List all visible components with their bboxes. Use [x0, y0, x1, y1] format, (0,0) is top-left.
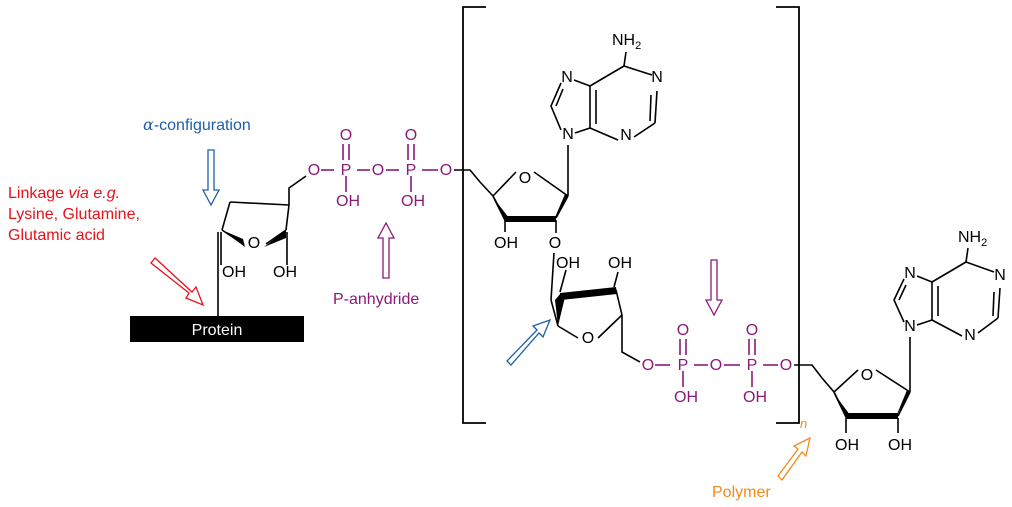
svg-text:N: N [620, 127, 632, 144]
svg-text:O: O [582, 330, 594, 347]
n-subscript-label: n [800, 416, 807, 431]
polymer-arrow-icon [777, 436, 811, 482]
svg-text:N: N [562, 126, 574, 143]
repeat-unit-brackets [462, 6, 800, 424]
ribose-2: OH OH O [550, 252, 641, 363]
protein-bar [130, 316, 304, 342]
svg-text:N: N [904, 318, 916, 335]
protein-linked-ribose: O OH OH [217, 175, 307, 316]
svg-text:OH: OH [556, 255, 580, 272]
svg-text:O: O [340, 127, 352, 144]
svg-text:P: P [406, 162, 417, 179]
svg-text:O: O [677, 322, 689, 339]
svg-text:OH: OH [494, 235, 518, 252]
svg-text:O: O [746, 322, 758, 339]
svg-text:N: N [994, 267, 1006, 284]
svg-text:O: O [405, 127, 417, 144]
svg-text:OH: OH [888, 437, 912, 454]
svg-text:P: P [747, 357, 758, 374]
svg-text:N: N [561, 69, 573, 86]
svg-text:N: N [964, 327, 976, 344]
svg-text:O: O [861, 367, 873, 384]
svg-text:OH: OH [273, 264, 297, 281]
svg-text:O: O [780, 357, 792, 374]
adenine-base-2: N N N N NH2 [893, 229, 1006, 344]
svg-text:P: P [341, 162, 352, 179]
svg-text:OH: OH [743, 389, 767, 406]
alpha-config-arrow-2-icon [506, 318, 552, 366]
svg-text:O: O [308, 162, 320, 179]
svg-text:N: N [651, 69, 663, 86]
p-anhydride-up-arrow-icon [376, 221, 396, 279]
svg-text:O: O [519, 170, 531, 187]
svg-text:O: O [549, 235, 561, 252]
p-anhydride-label: P-anhydride [333, 291, 419, 308]
alpha-configuration-label: α-configuration [143, 115, 251, 134]
polymer-label: Polymer [712, 484, 771, 501]
alpha-config-arrow-icon [201, 149, 221, 207]
svg-text:OH: OH [401, 193, 425, 210]
svg-text:O: O [440, 162, 452, 179]
adenosine-ribose-2: O OH OH [821, 337, 912, 454]
pyrophosphate-group-2: O P O P O O O OH OH [642, 322, 823, 406]
svg-text:OH: OH [336, 193, 360, 210]
svg-text:O: O [372, 162, 384, 179]
adenine-2-nh2: NH2 [958, 229, 987, 249]
protein-label: Protein [192, 322, 243, 339]
p-anhydride-down-arrow-icon [704, 259, 724, 317]
linkage-label-line1: Linkage via e.g. [8, 185, 120, 202]
svg-text:N: N [904, 265, 916, 282]
svg-text:OH: OH [674, 389, 698, 406]
linkage-arrow-icon [150, 257, 205, 307]
svg-text:O: O [642, 357, 654, 374]
linkage-label-line3: Glutamic acid [8, 227, 105, 244]
svg-text:P: P [678, 357, 689, 374]
svg-text:O: O [710, 357, 722, 374]
svg-text:OH: OH [222, 264, 246, 281]
svg-text:OH: OH [608, 255, 632, 272]
adenosine-ribose-1: O OH O [479, 145, 569, 252]
svg-text:O: O [248, 235, 260, 252]
svg-text:OH: OH [835, 437, 859, 454]
adenine-base-1: N N N N NH2 [550, 32, 663, 144]
pyrophosphate-group-1: O P O P O O O OH OH [308, 127, 481, 210]
linkage-label-line2: Lysine, Glutamine, [8, 206, 140, 223]
adenine-1-nh2: NH2 [612, 32, 641, 52]
